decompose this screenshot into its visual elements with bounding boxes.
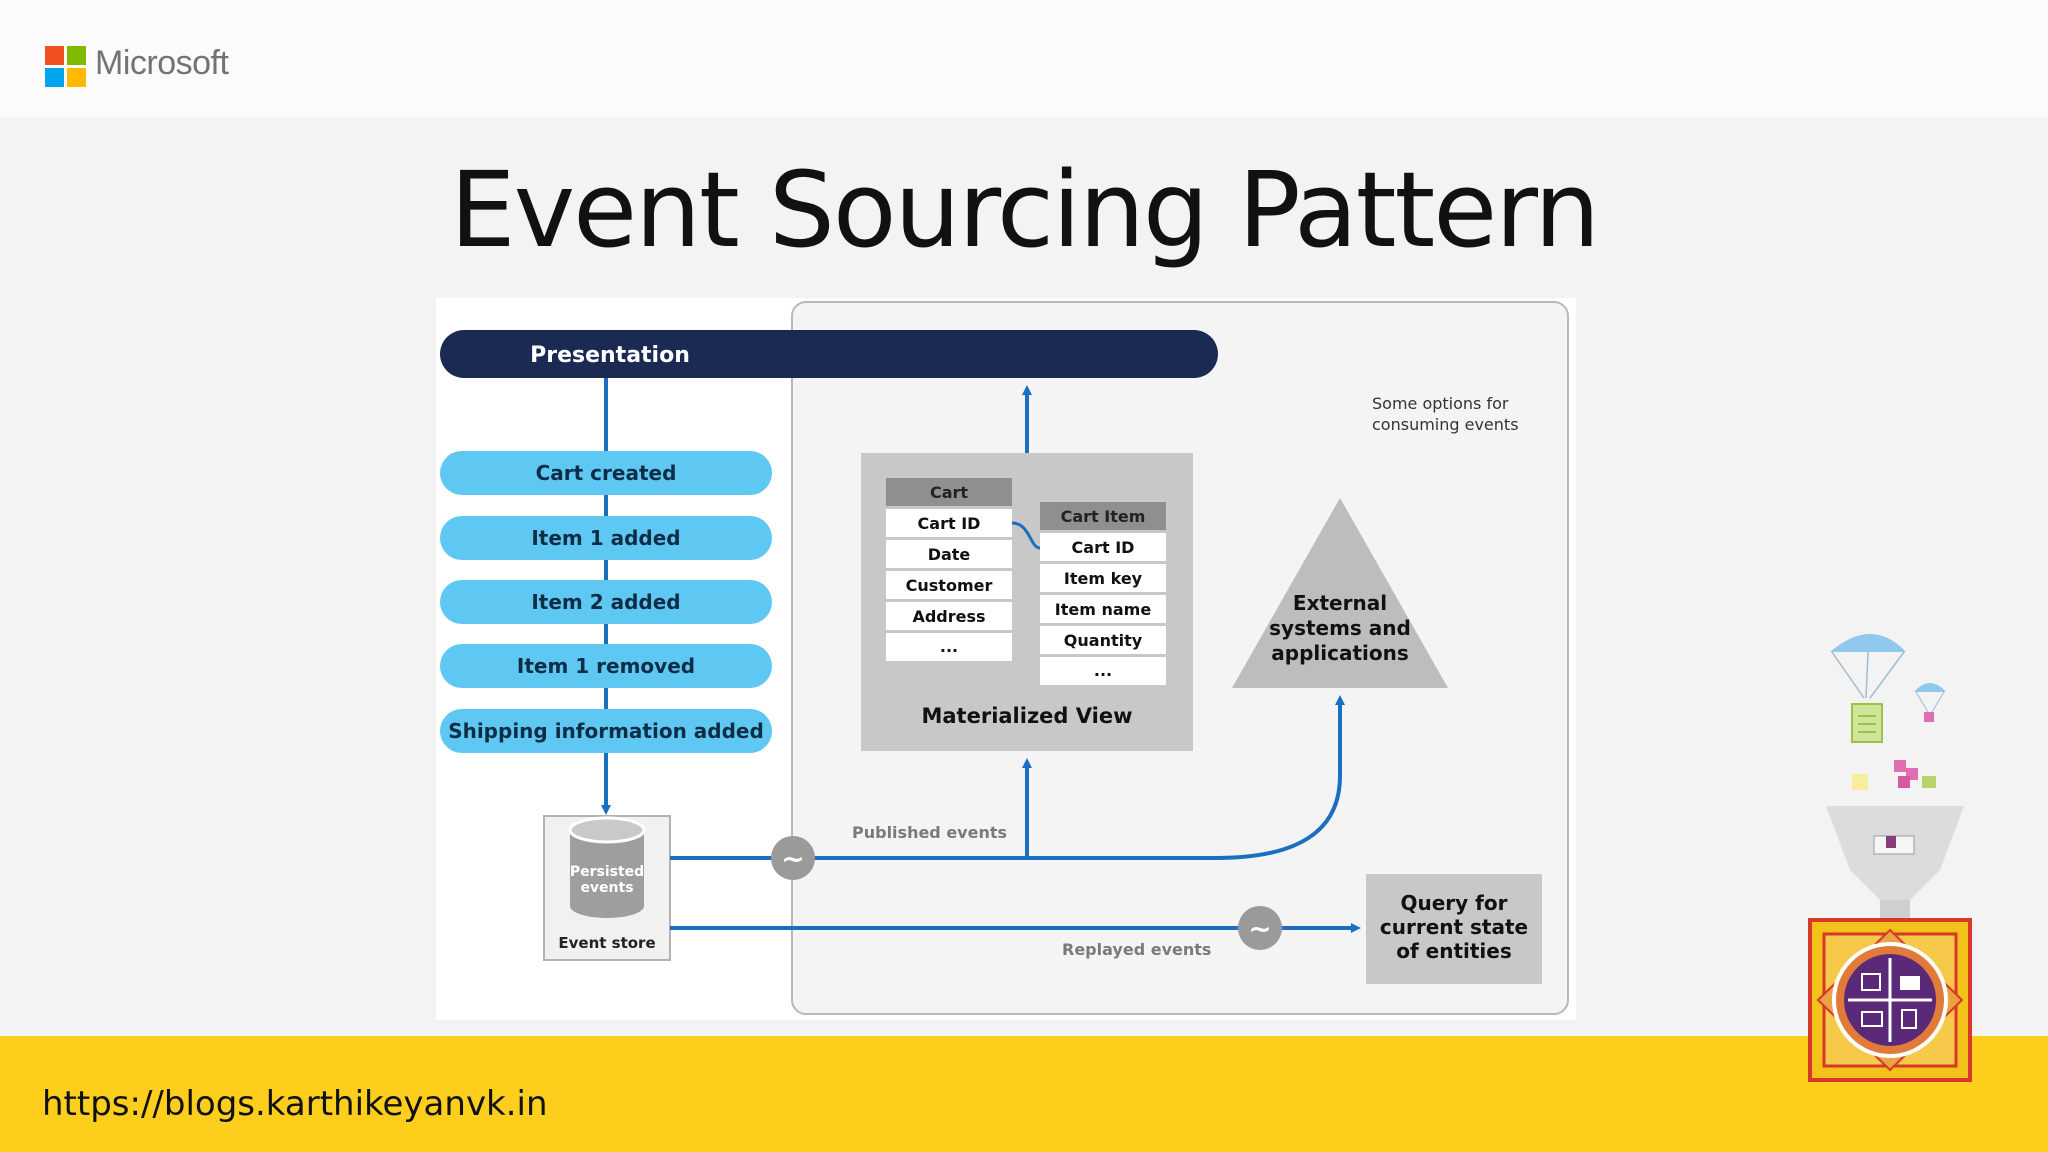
footer-bar <box>0 1036 2048 1152</box>
event-sourcing-diagram: Presentation Cart created Item 1 added I… <box>436 298 1576 1020</box>
tilde-glyph: ~ <box>1248 912 1271 945</box>
event-pill <box>440 644 772 688</box>
slide-title: Event Sourcing Pattern <box>449 149 1600 271</box>
query-label: Query for <box>1401 891 1508 915</box>
blog-url-link[interactable]: https://blogs.karthikeyanvk.in <box>42 1084 548 1124</box>
tilde-glyph: ~ <box>781 842 804 875</box>
presentation-bar <box>440 330 1218 378</box>
event-list: Cart created Item 1 added Item 2 added I… <box>440 451 772 753</box>
event-label: Item 2 added <box>531 590 680 614</box>
event-label: Shipping information added <box>448 719 764 743</box>
external-label: applications <box>1271 641 1409 665</box>
cart-item-table-cell: Item name <box>1055 600 1152 619</box>
microsoft-logo-icon <box>45 46 86 87</box>
external-label: systems and <box>1269 616 1411 640</box>
consuming-note: consuming events <box>1372 415 1519 434</box>
cylinder-label: events <box>580 880 633 896</box>
cart-table-header: Cart <box>930 483 968 502</box>
cart-item-table-cell: Item key <box>1064 569 1143 588</box>
published-events-label: Published events <box>852 823 1007 842</box>
cart-item-table-cell: Cart ID <box>1072 538 1135 557</box>
event-label: Item 1 removed <box>517 654 695 678</box>
karthikeyan-logo-icon <box>1790 630 1990 1110</box>
cart-item-table: Cart Item Cart ID Item key Item name Qua… <box>1040 502 1166 685</box>
cart-table: Cart Cart ID Date Customer Address ... <box>886 478 1012 661</box>
query-label: current state <box>1380 915 1528 939</box>
event-label: Cart created <box>536 461 677 485</box>
cart-table-cell: Address <box>912 607 985 626</box>
external-label: External <box>1293 591 1387 615</box>
header-bar: Microsoft <box>0 0 2048 118</box>
cart-table-cell: Date <box>928 545 971 564</box>
materialized-view-label: Materialized View <box>921 704 1132 728</box>
cart-item-table-cell: Quantity <box>1064 631 1143 650</box>
replayed-events-label: Replayed events <box>1062 940 1211 959</box>
query-box <box>1366 874 1542 984</box>
external-systems-triangle <box>1232 498 1448 688</box>
database-icon <box>568 816 646 918</box>
cart-table-cell: ... <box>940 637 958 656</box>
event-pill <box>440 451 772 495</box>
event-pill <box>440 580 772 624</box>
presentation-label: Presentation <box>530 343 690 368</box>
cart-table-cell: Customer <box>906 576 993 595</box>
event-pill <box>440 516 772 560</box>
event-pill <box>440 709 772 753</box>
cart-item-table-cell: ... <box>1094 661 1112 680</box>
cart-table-cell: Cart ID <box>918 514 981 533</box>
event-store-caption: Event store <box>558 934 655 952</box>
replay-connector-icon <box>1238 906 1282 950</box>
consuming-note: Some options for <box>1372 394 1509 413</box>
cylinder-label: Persisted <box>570 864 644 880</box>
brand-name: Microsoft <box>95 44 229 82</box>
publish-connector-icon <box>771 836 815 880</box>
cart-item-table-header: Cart Item <box>1061 507 1146 526</box>
event-label: Item 1 added <box>531 526 680 550</box>
query-label: of entities <box>1396 939 1512 963</box>
